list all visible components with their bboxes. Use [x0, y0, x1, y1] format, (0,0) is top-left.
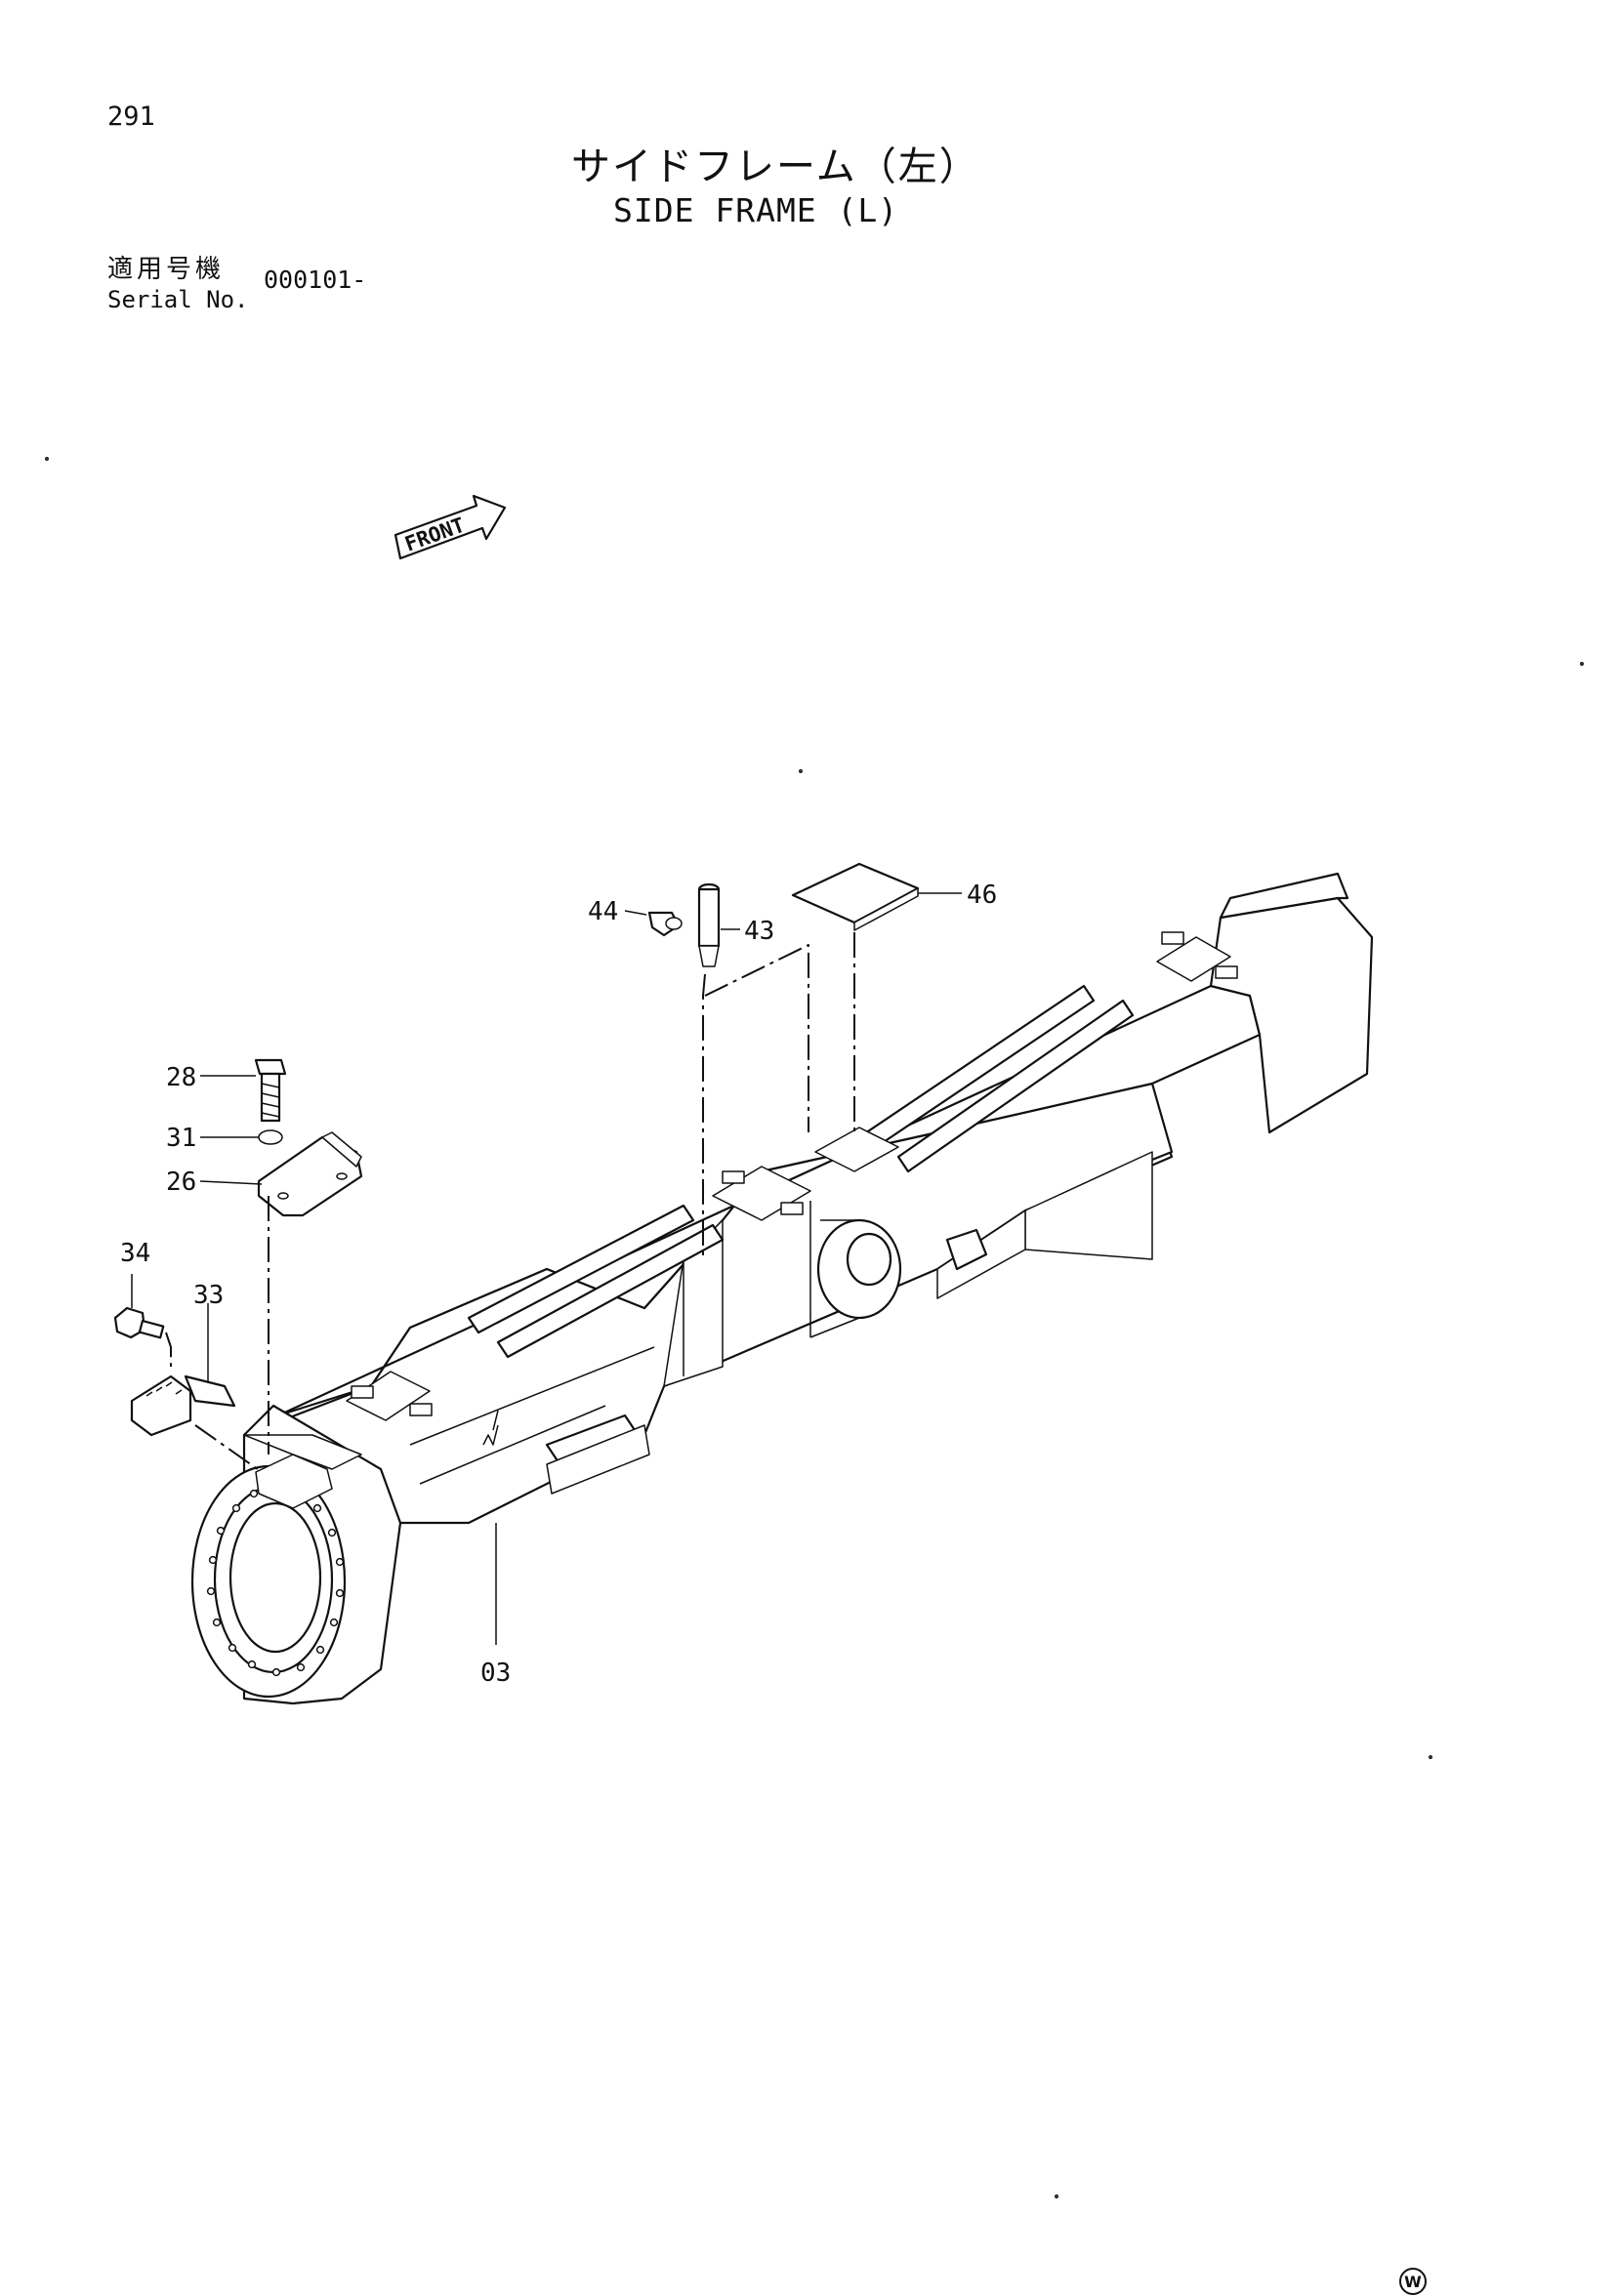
- serial-label: Serial No.: [107, 286, 249, 313]
- part-46-cover-plate: [791, 862, 920, 931]
- assembly-line: [704, 944, 809, 1132]
- page-title-japanese: サイドフレーム（左）: [571, 144, 980, 189]
- page-number: 291: [107, 102, 155, 132]
- watermark-letter: W: [1404, 2273, 1422, 2291]
- label-26: 26: [166, 1168, 196, 1197]
- label-43: 43: [744, 917, 774, 946]
- assembly-line: [194, 1424, 263, 1473]
- leader-lines: [131, 892, 962, 1645]
- part-33-comb-plate: [130, 1374, 236, 1437]
- label-46: 46: [967, 881, 997, 910]
- serial-label-japanese: 適用号機: [107, 255, 226, 284]
- scan-specks: [45, 457, 1584, 2198]
- part-31-washer: [258, 1129, 283, 1145]
- label-44: 44: [588, 897, 618, 926]
- assembly-line: [702, 973, 706, 1259]
- label-31: 31: [166, 1124, 196, 1153]
- circled-w-icon: W: [1399, 2268, 1427, 2295]
- part-34-bolt: [113, 1306, 165, 1339]
- assembly-line: [165, 1332, 172, 1367]
- label-34: 34: [120, 1239, 150, 1268]
- part-26-guide-block: [257, 1131, 363, 1217]
- page-title: SIDE FRAME (L): [613, 191, 899, 229]
- part-28-bolt: [254, 1058, 287, 1123]
- label-33: 33: [193, 1281, 224, 1310]
- serial-value: 000101-: [264, 266, 367, 294]
- part-44-clip: [647, 911, 683, 937]
- front-arrow-icon: FRONT: [394, 494, 507, 560]
- side-frame-body: [190, 872, 1374, 1705]
- label-03: 03: [480, 1659, 511, 1688]
- front-marker-label: FRONT: [402, 513, 469, 556]
- label-28: 28: [166, 1063, 196, 1092]
- part-26-mounted: [255, 1454, 333, 1509]
- part-43-pin: [697, 882, 721, 967]
